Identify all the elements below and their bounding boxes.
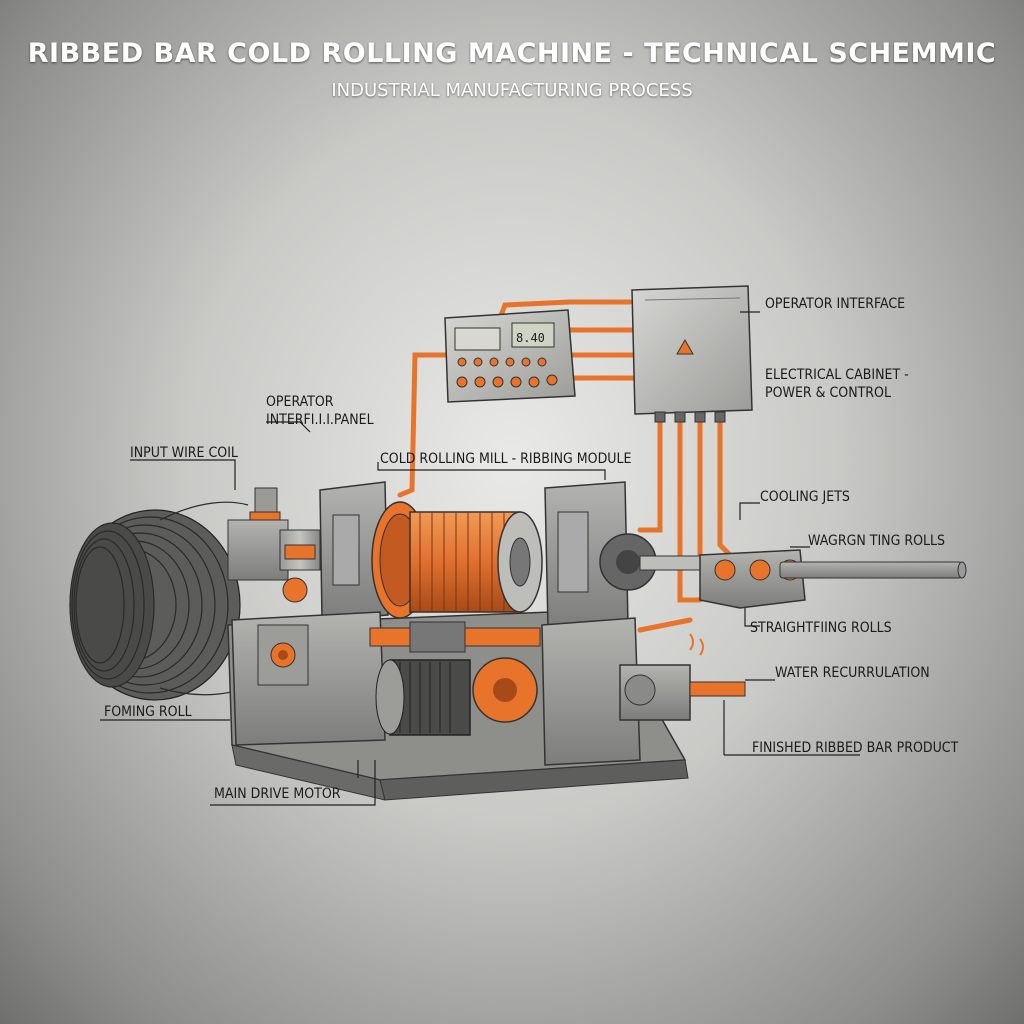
- electrical-cabinet: [631, 285, 753, 423]
- panel-screen-right: [511, 322, 555, 348]
- output-bar: [779, 561, 967, 579]
- straightening-assembly: [699, 549, 806, 609]
- label-forming-roll: FOMING ROLL: [104, 704, 192, 720]
- panel-readout: 8.40: [516, 331, 545, 345]
- diagram-title: RIBBED BAR COLD ROLLING MACHINE - TECHNI…: [27, 38, 997, 69]
- operator-control-panel: 8.40: [444, 309, 576, 403]
- warning-icon: [676, 338, 694, 355]
- label-operator-panel-line2: INTERFI.I.I.PANEL: [266, 412, 374, 428]
- diagram-subtitle: INDUSTRIAL MANUFACTURING PROCESS: [331, 80, 693, 101]
- panel-screen-left: [454, 327, 501, 351]
- ribbing-roll-drum: [371, 501, 543, 619]
- label-finished-product: FINISHED RIBBED BAR PRODUCT: [752, 740, 959, 756]
- label-straightening-rolls: STRAIGHTFIING ROLLS: [750, 620, 892, 636]
- input-feed-guide: [227, 487, 321, 603]
- left-mill-housing: [231, 481, 389, 746]
- label-operator-panel-line1: OPERATOR: [266, 394, 334, 410]
- main-drive-motor: [375, 657, 538, 736]
- water-spray-icon: [689, 633, 704, 656]
- right-mill-housing: [541, 481, 657, 766]
- label-operator-interface: OPERATOR INTERFACE: [765, 296, 905, 312]
- leader-lines: [100, 311, 860, 806]
- label-cold-rolling-mill: COLD ROLLING MILL - RIBBING MODULE: [380, 451, 632, 467]
- label-electrical-cabinet-line2: POWER & CONTROL: [765, 385, 891, 401]
- label-water-recirculation: WATER RECURRULATION: [775, 665, 930, 681]
- label-input-wire-coil: INPUT WIRE COIL: [130, 445, 238, 461]
- label-cooling-jets: COOLING JETS: [760, 489, 850, 505]
- label-electrical-cabinet-line1: ELECTRICAL CABINET -: [765, 367, 909, 383]
- label-main-drive-motor: MAIN DRIVE MOTOR: [214, 786, 341, 802]
- water-pump: [619, 633, 746, 721]
- drive-shafts: [369, 555, 711, 653]
- wire-coil: [69, 501, 261, 701]
- label-waggon-rolls: WAGRGN TING ROLLS: [808, 533, 945, 549]
